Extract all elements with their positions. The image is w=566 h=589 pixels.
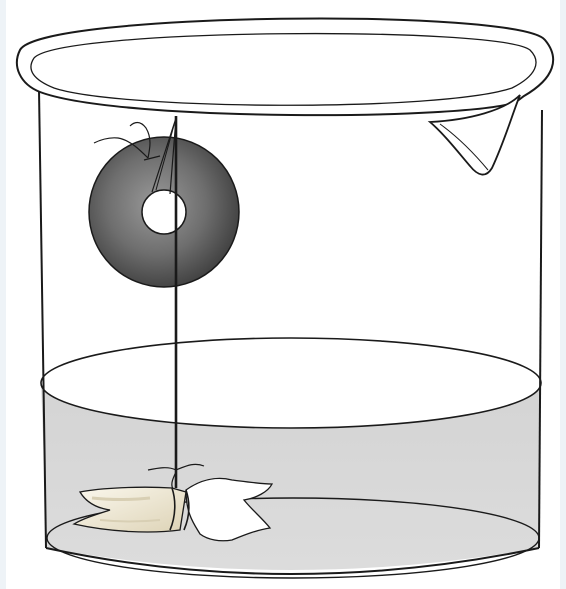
beaker-base bbox=[45, 547, 540, 575]
beaker-spout bbox=[427, 94, 521, 176]
tooth-icon bbox=[72, 477, 274, 542]
beaker-rim-inner bbox=[30, 32, 537, 106]
beaker-left-wall bbox=[38, 89, 47, 549]
beaker-spout-crease bbox=[439, 123, 489, 171]
beaker-right-wall bbox=[538, 109, 543, 549]
beaker-rim bbox=[15, 17, 555, 117]
liquid-surface bbox=[40, 337, 542, 429]
